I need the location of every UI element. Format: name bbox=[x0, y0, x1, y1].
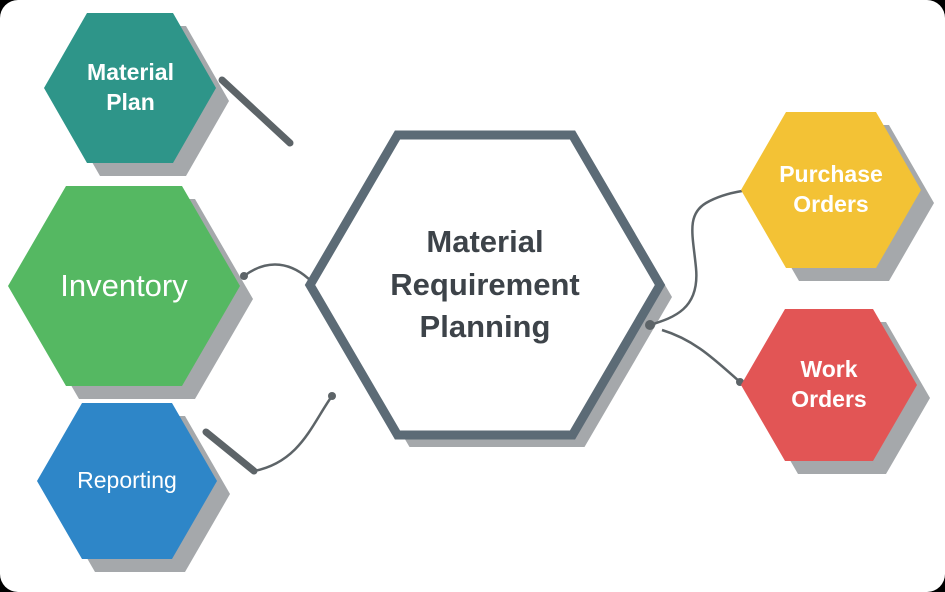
connector-reporting-curve bbox=[253, 395, 334, 473]
center-hexagon bbox=[304, 130, 666, 440]
inventory-hexagon bbox=[8, 186, 240, 386]
dot-icon bbox=[328, 392, 336, 400]
purchase-orders-hexagon bbox=[741, 112, 921, 268]
dot-icon bbox=[240, 272, 248, 280]
connector-material-plan-center bbox=[218, 76, 294, 147]
connector-center-purchase bbox=[649, 189, 743, 327]
material-plan-hexagon bbox=[44, 13, 216, 163]
connector-center-work bbox=[661, 328, 741, 383]
reporting-hexagon bbox=[37, 403, 217, 559]
connector-inventory-center bbox=[243, 263, 313, 283]
dot-icon bbox=[645, 320, 655, 330]
work-orders-hexagon bbox=[741, 309, 917, 461]
connector-reporting-center bbox=[202, 428, 258, 475]
